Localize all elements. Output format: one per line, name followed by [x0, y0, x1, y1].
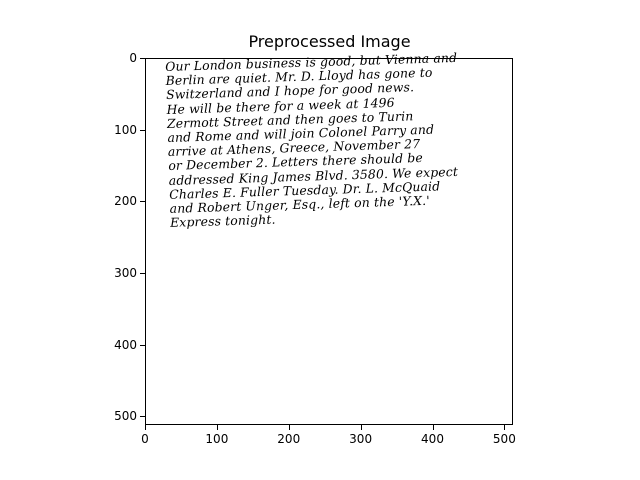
x-tick-mark — [504, 425, 506, 430]
x-tick-mark — [360, 425, 362, 430]
x-tick-mark — [216, 425, 218, 430]
x-tick-label: 500 — [492, 432, 516, 446]
y-tick-label: 200 — [114, 194, 137, 209]
x-tick-label: 400 — [421, 432, 444, 446]
x-tick-mark — [288, 425, 290, 430]
handwritten-text: Our London business is good, but Vienna … — [165, 49, 510, 230]
y-tick-mark — [140, 129, 145, 131]
y-tick-mark — [140, 344, 145, 346]
x-tick-label: 300 — [349, 432, 373, 446]
y-tick-label: 0 — [129, 51, 137, 65]
y-tick-mark — [140, 273, 145, 275]
y-tick-mark — [140, 201, 145, 203]
y-tick-label: 500 — [114, 409, 137, 424]
image-axes — [145, 58, 513, 425]
y-tick-label: 400 — [114, 337, 137, 352]
x-tick-label: 100 — [205, 432, 229, 446]
x-tick-mark — [145, 425, 146, 430]
x-tick-label: 200 — [277, 432, 301, 446]
x-tick-label: 0 — [141, 432, 149, 446]
y-tick-label: 100 — [114, 122, 137, 137]
figure-title: Preprocessed Image — [248, 32, 411, 51]
x-tick-mark — [432, 425, 434, 430]
y-tick-mark — [140, 58, 145, 59]
y-tick-label: 300 — [114, 266, 137, 281]
y-tick-mark — [140, 416, 145, 418]
